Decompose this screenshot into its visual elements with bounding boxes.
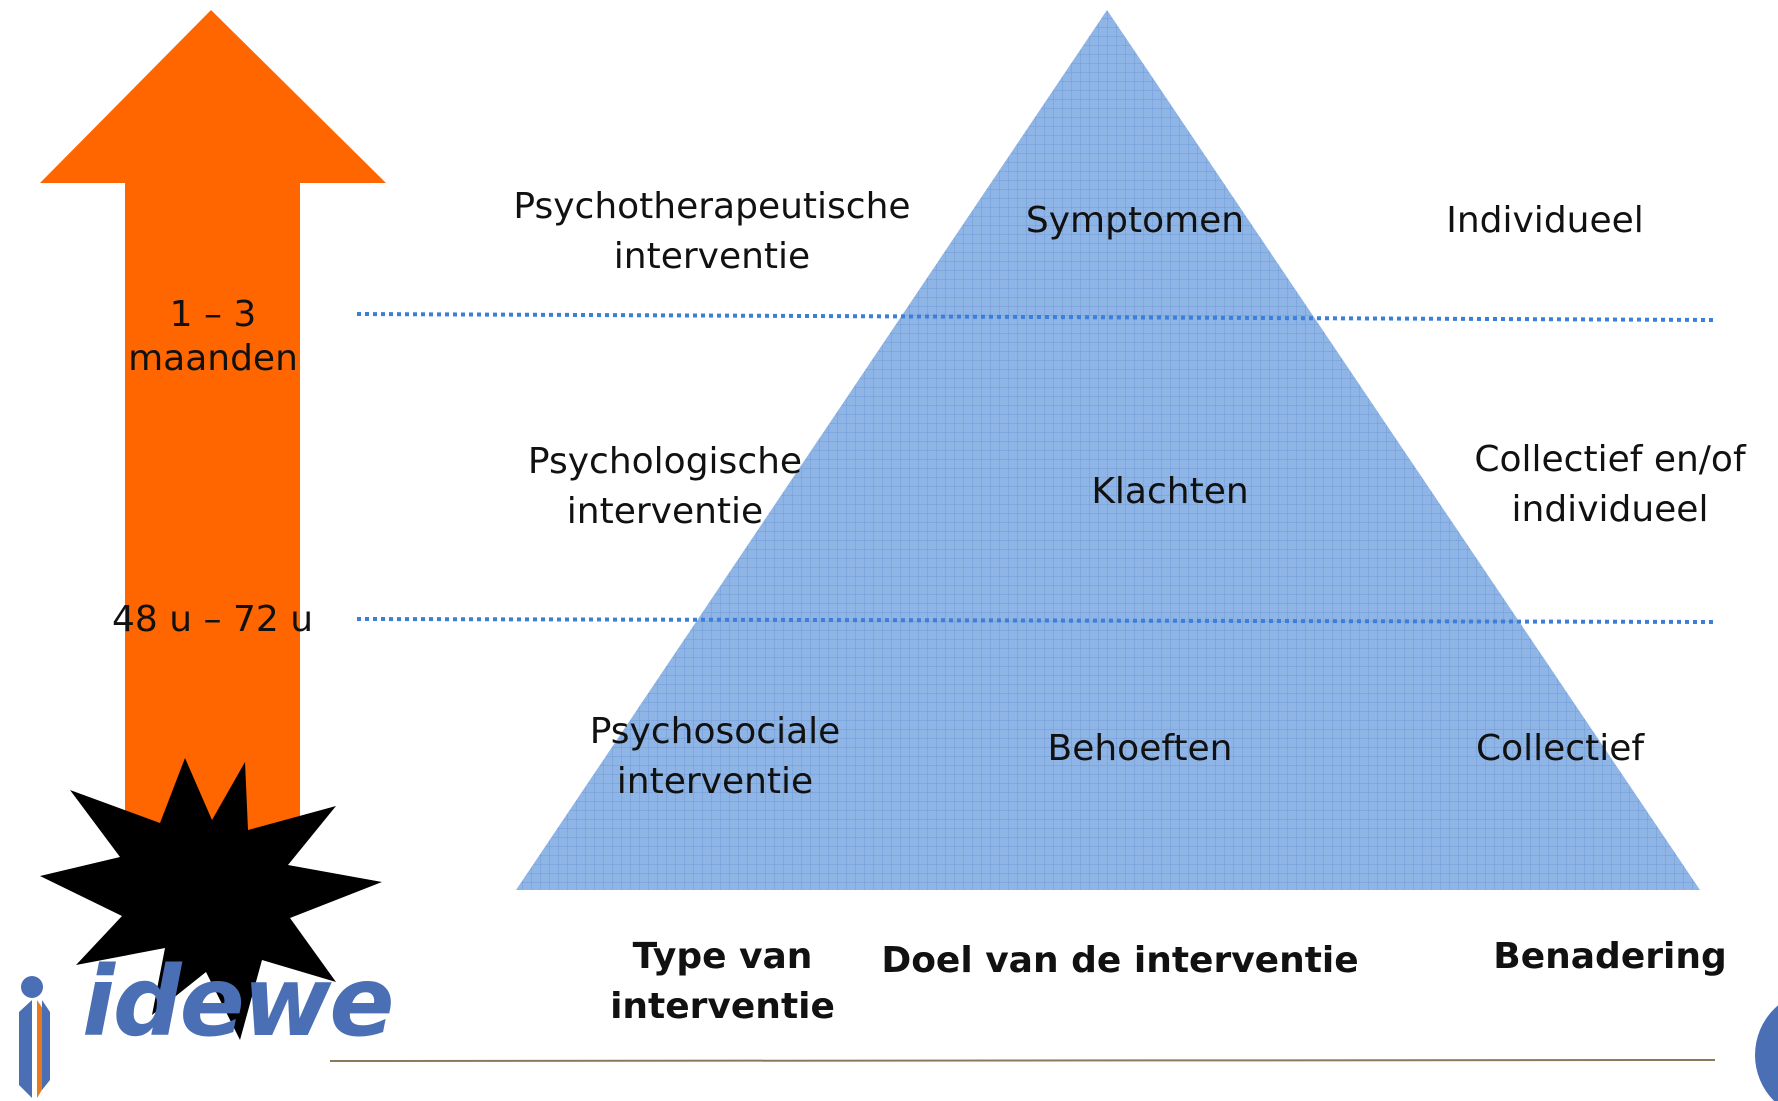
heading-type: Type van interventie bbox=[610, 936, 835, 1027]
timeline-arrow bbox=[40, 10, 386, 840]
intervention-psychosocial: Psychosociale interventie bbox=[589, 711, 841, 802]
burst-icon bbox=[40, 758, 382, 1040]
heading-approach: Benadering bbox=[1493, 936, 1727, 977]
pyramid bbox=[516, 10, 1700, 890]
arrow-label-bottom: 48 u – 72 u bbox=[112, 599, 314, 640]
intervention-psychological: Psychologische interventie bbox=[527, 441, 803, 532]
idewe-logo-icon bbox=[19, 976, 50, 1098]
approach-collective: Collectief bbox=[1475, 728, 1645, 769]
goal-symptoms: Symptomen bbox=[1025, 200, 1245, 241]
divider-top bbox=[356, 312, 1716, 322]
approach-collective-or-individual: Collectief en/of individueel bbox=[1474, 439, 1746, 530]
page-corner-circle bbox=[1755, 1005, 1778, 1101]
idewe-logo-text: idewe bbox=[82, 946, 395, 1058]
footer-line bbox=[329, 1059, 1716, 1062]
goal-needs: Behoeften bbox=[1047, 728, 1233, 769]
heading-goal: Doel van de interventie bbox=[881, 940, 1359, 981]
approach-individual: Individueel bbox=[1446, 200, 1644, 241]
intervention-psychotherapeutic: Psychotherapeutische interventie bbox=[513, 186, 911, 277]
arrow-label-top: 1 – 3 maanden bbox=[128, 294, 298, 379]
divider-bottom bbox=[356, 617, 1716, 624]
goal-complaints: Klachten bbox=[1091, 471, 1249, 512]
